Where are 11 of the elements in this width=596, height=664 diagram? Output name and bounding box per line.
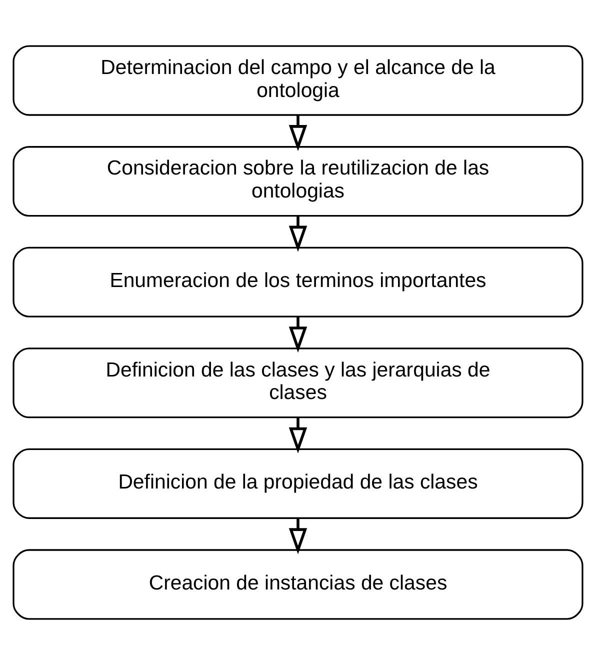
arrow [288, 518, 308, 554]
arrow [288, 114, 308, 151]
node-box: Creacion de instancias de clases [12, 548, 584, 620]
node-box: Consideracion sobre la reutilizacion de las ontologias [12, 146, 584, 216]
node-box: Enumeracion de los terminos importantes [12, 246, 584, 317]
arrow [288, 215, 308, 252]
node-box: Determinacion del campo y el alcance de la ontologia [12, 44, 584, 116]
node-box: Definicion de las clases y las jerarquias de clases [12, 347, 584, 418]
arrow [288, 316, 308, 352]
node-box: Definicion de la propiedad de las clases [12, 448, 584, 518]
arrow [288, 416, 308, 453]
